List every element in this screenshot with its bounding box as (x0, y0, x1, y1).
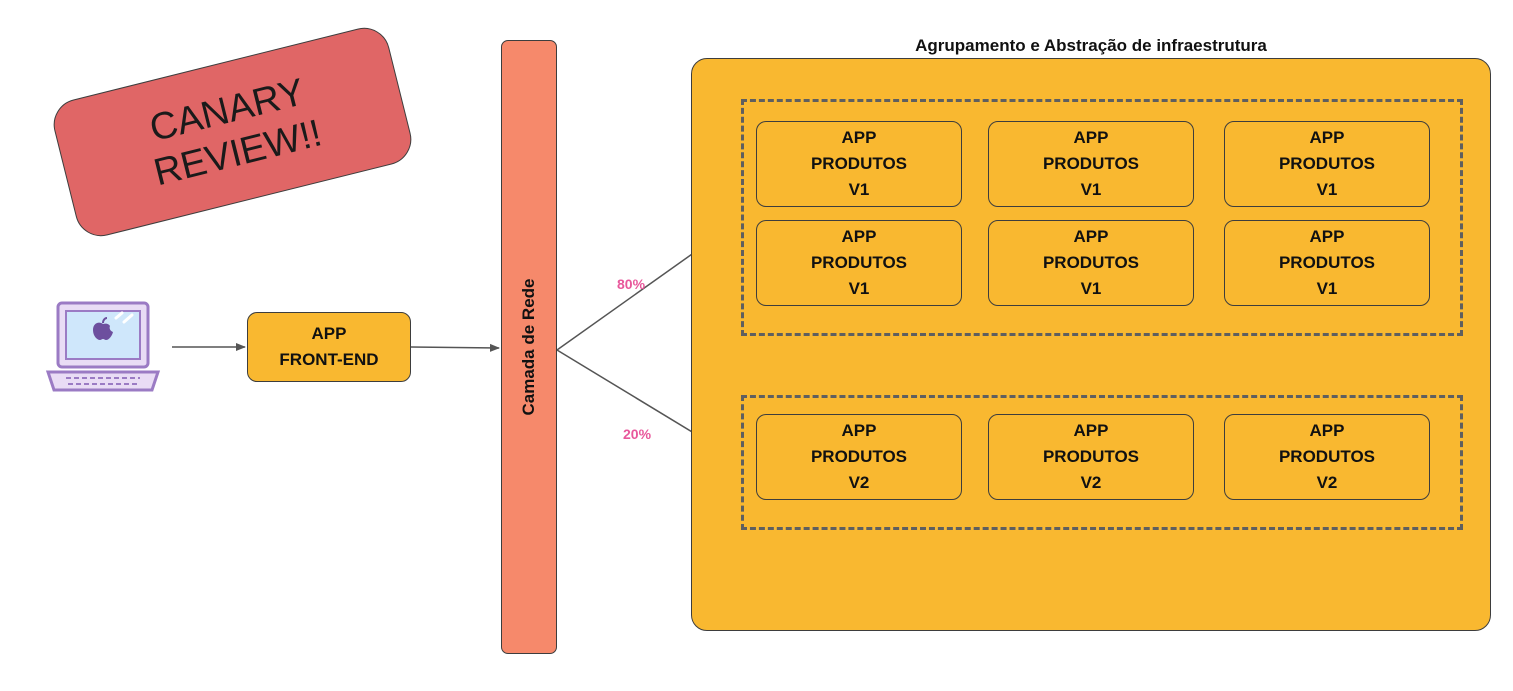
banner-text: CANARY REVIEW!! (145, 71, 326, 195)
app-line3: V1 (848, 279, 870, 298)
app-line2: PRODUTOS (1042, 447, 1140, 466)
app-line1: APP (1073, 421, 1109, 440)
frontend-line1: APP (311, 324, 347, 343)
frontend-app-box: APP FRONT-END (247, 312, 411, 382)
app-line3: V1 (1080, 279, 1102, 298)
app-line1: APP (1309, 421, 1345, 440)
app-line1: APP (1309, 227, 1345, 246)
network-layer-label: Camada de Rede (519, 278, 538, 416)
app-produtos-v2-box: APP PRODUTOS V2 (1224, 414, 1430, 500)
app-line2: PRODUTOS (1278, 253, 1376, 272)
app-line2: PRODUTOS (1278, 447, 1376, 466)
app-line1: APP (1073, 128, 1109, 147)
app-line3: V1 (1316, 279, 1338, 298)
app-produtos-v2-box: APP PRODUTOS V2 (988, 414, 1194, 500)
frontend-line2: FRONT-END (279, 350, 379, 369)
app-produtos-v1-box: APP PRODUTOS V1 (756, 121, 962, 207)
app-line2: PRODUTOS (810, 154, 908, 173)
app-line3: V1 (848, 180, 870, 199)
app-produtos-v1-box: APP PRODUTOS V1 (988, 220, 1194, 306)
app-produtos-v1-box: APP PRODUTOS V1 (1224, 121, 1430, 207)
laptop-icon (44, 300, 162, 396)
app-line3: V2 (1316, 473, 1338, 492)
v1-app-group (741, 99, 1463, 336)
app-line1: APP (841, 128, 877, 147)
app-line2: PRODUTOS (810, 447, 908, 466)
app-line3: V1 (1316, 180, 1338, 199)
app-line1: APP (1073, 227, 1109, 246)
canary-review-banner: CANARY REVIEW!! (48, 22, 417, 242)
app-line3: V2 (848, 473, 870, 492)
app-line2: PRODUTOS (1042, 253, 1140, 272)
network-layer-bar: Camada de Rede (501, 40, 557, 654)
v2-traffic-percent: 20% (623, 426, 652, 442)
app-produtos-v2-box: APP PRODUTOS V2 (756, 414, 962, 500)
app-line1: APP (841, 421, 877, 440)
cluster-title: Agrupamento e Abstração de infraestrutur… (915, 36, 1267, 55)
app-line2: PRODUTOS (810, 253, 908, 272)
app-line1: APP (841, 227, 877, 246)
app-line3: V2 (1080, 473, 1102, 492)
app-produtos-v1-box: APP PRODUTOS V1 (988, 121, 1194, 207)
arrow-frontend-to-network (410, 343, 500, 352)
app-line2: PRODUTOS (1042, 154, 1140, 173)
v1-traffic-percent: 80% (617, 276, 646, 292)
app-line3: V1 (1080, 180, 1102, 199)
v2-app-group (741, 395, 1463, 530)
app-line2: PRODUTOS (1278, 154, 1376, 173)
app-produtos-v1-box: APP PRODUTOS V1 (756, 220, 962, 306)
app-line1: APP (1309, 128, 1345, 147)
app-produtos-v1-box: APP PRODUTOS V1 (1224, 220, 1430, 306)
